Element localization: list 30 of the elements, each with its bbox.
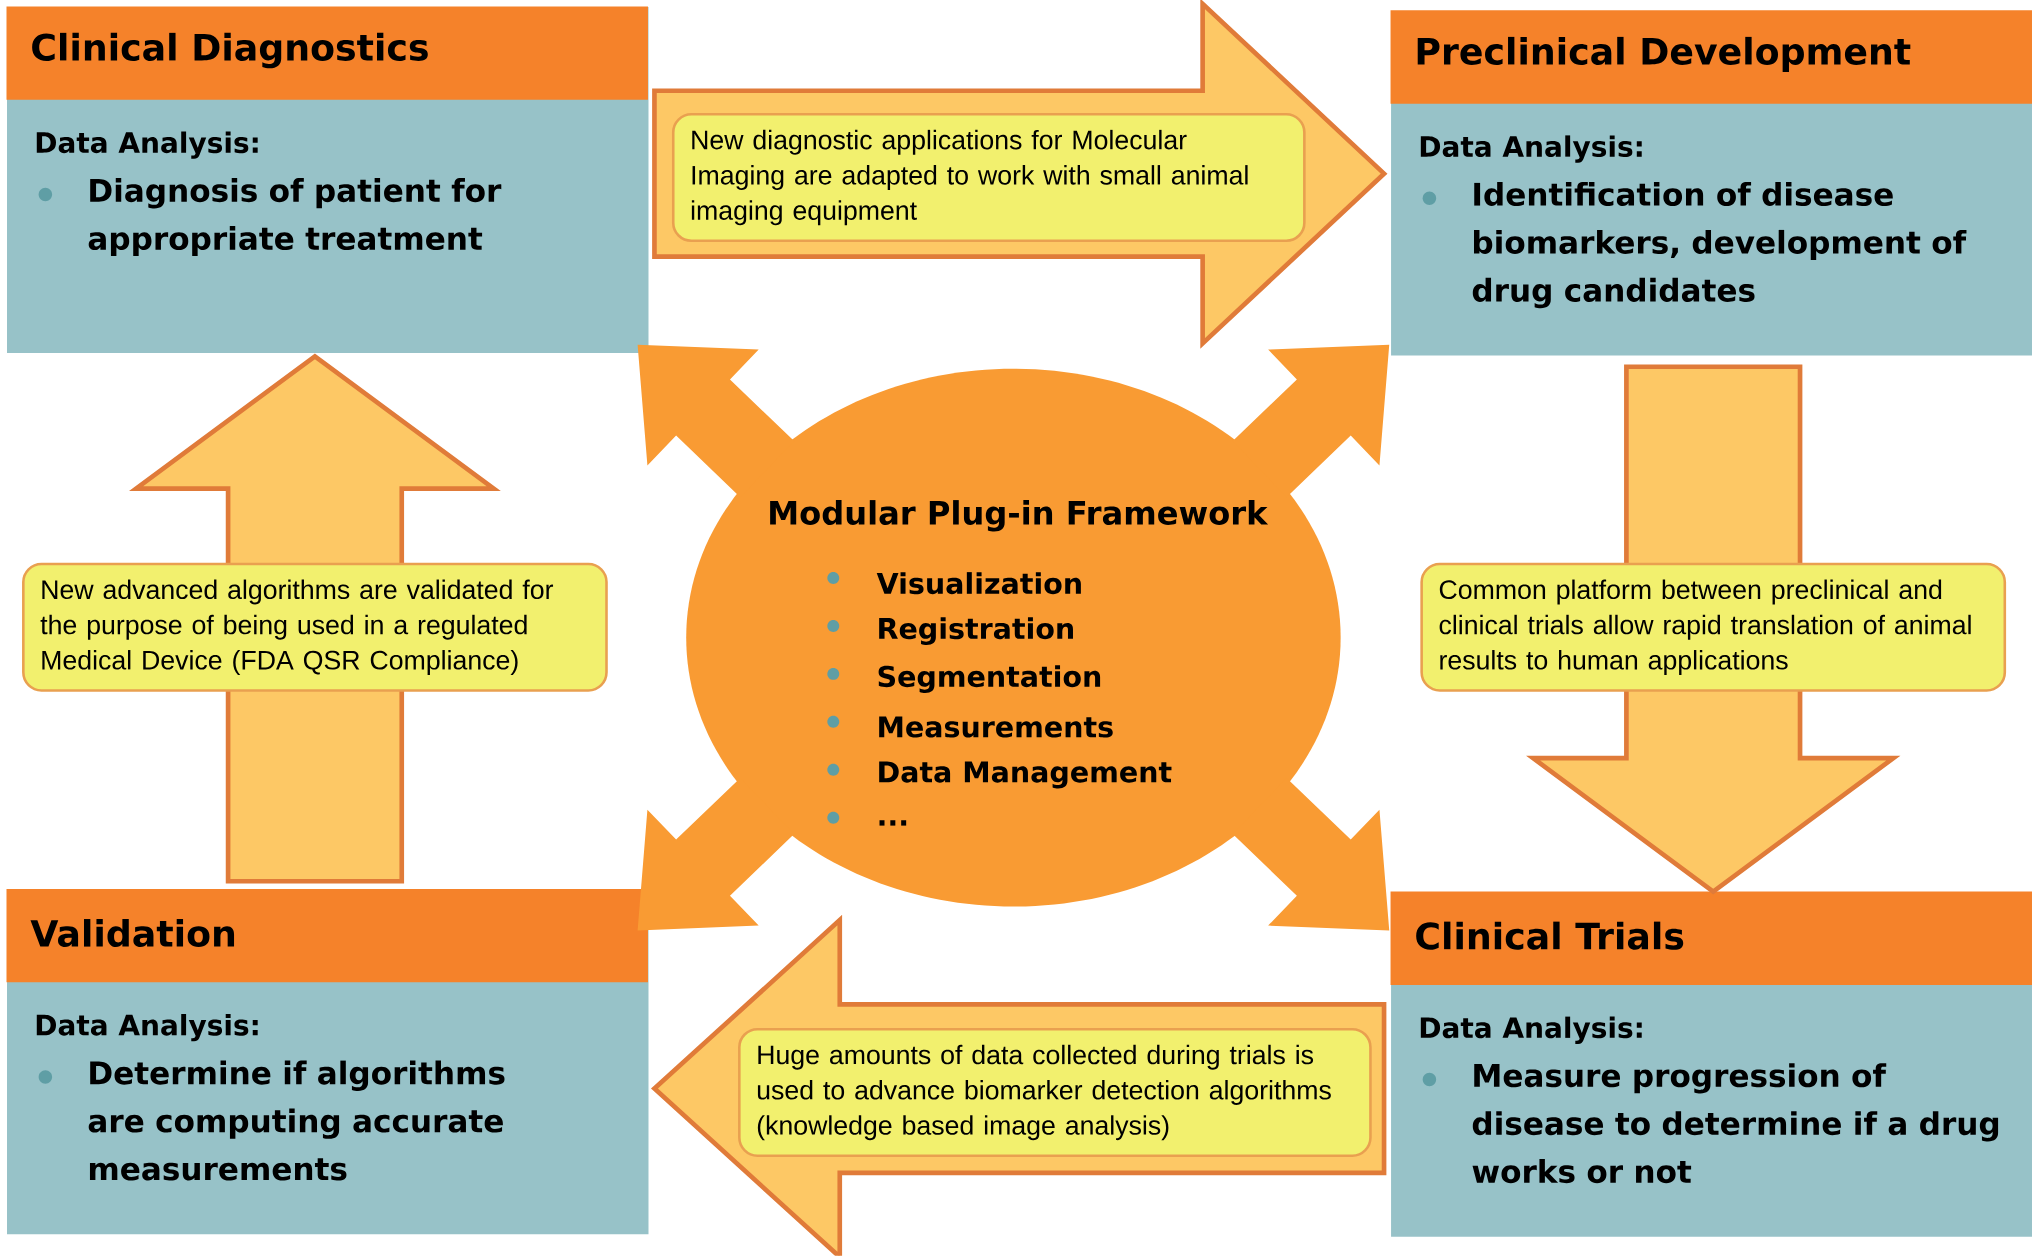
edge-label: Common platform between preclinical and clinical trials allow rapid translation of animal results to human applications [1420,562,2007,692]
bullet-item: ... [827,811,907,826]
info-panel [1390,10,2032,356]
edge-label: New diagnostic applications for Molecular Imaging are adapted to work with small animal imaging equipment [671,113,1306,243]
panel-header: Validation [6,889,648,983]
info-panel [6,6,649,354]
info-panel [1390,891,2032,1237]
diagonal-arrow [637,778,795,931]
heading-text: Modular Plug-in Framework [770,500,1269,532]
bullet-item: Diagnosis of patient for appropriate treatment [38,178,502,257]
edge-label: Huge amounts of data collected during trials is used to advance biomarker detection algorithms (knowledge based image analysis) [738,1028,1372,1158]
heading-text: Data Analysis: [36,131,258,159]
panel-header: Preclinical Development [1390,10,2032,104]
bullet-item: Identification of disease biomarkers, development of drug candidates [1422,182,1967,309]
info-panel [6,889,649,1235]
bullet-item: Visualization [827,572,1081,595]
bullet-item: Measurements [827,716,1113,738]
diagonal-arrow [1232,778,1390,931]
bullet-item: Data Management [827,761,1172,789]
heading-text: Data Analysis: [1420,1016,1642,1045]
framework-ellipse [686,368,1341,907]
heading-text: Data Analysis: [1420,135,1642,163]
panel-header: Clinical Trials [1390,891,2032,986]
edge-label: New advanced algorithms are validated for the purpose of being used in a regulated Medical Device (FDA QSR Compliance) [22,562,608,692]
bullet-item: Registration [827,617,1073,646]
panel-header: Clinical Diagnostics [6,6,648,100]
bullet-item: Segmentation [827,665,1101,694]
bullet-item: Determine if algorithms are computing accurate measurements [38,1060,505,1181]
heading-text: Data Analysis: [36,1014,258,1042]
bullet-item: Measure progression of disease to determine if a drug works or not [1422,1063,1999,1184]
